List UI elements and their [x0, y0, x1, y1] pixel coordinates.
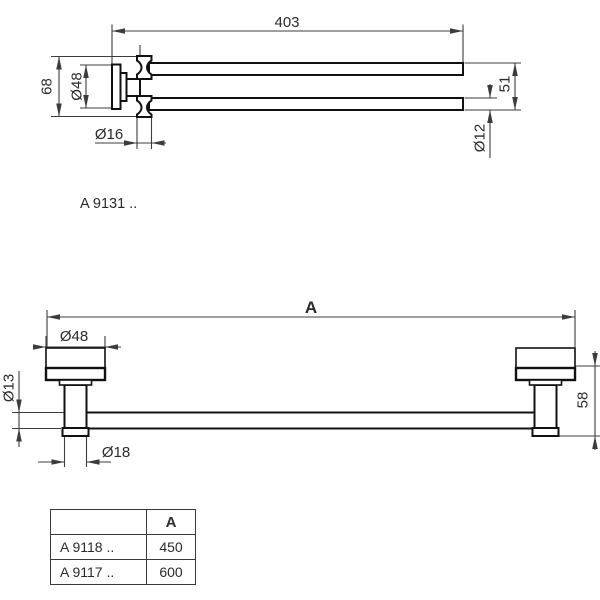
arrow-down-icon [16, 399, 22, 413]
pivot-knuckle-bottom [136, 95, 153, 118]
arrow-up-icon [83, 65, 89, 78]
dim-post-diameter-label: Ø18 [102, 444, 130, 461]
arrow-right-icon [450, 28, 463, 34]
dim-overall-height: 68 [39, 55, 137, 118]
arrow-left-icon [47, 314, 60, 320]
dim-overall-length: 403 [111, 14, 464, 64]
dim-plate-diameter-top: Ø48 [69, 64, 111, 109]
model-code: A 9118 .. [50, 534, 147, 560]
pivot-body [125, 78, 141, 97]
model-length: 450 [146, 534, 196, 560]
dim-wall-distance: 58 [555, 351, 600, 450]
right-collar [528, 379, 563, 386]
top-drawing-swivel-bar: 403 68 Ø48 Ø16 [39, 14, 521, 212]
bottom-drawing-straight-bar: A Ø48 Ø13 Ø18 [1, 298, 600, 467]
table-row: A 9118 .. 450 [50, 534, 196, 560]
left-collar [58, 379, 93, 386]
left-rosette-body [45, 347, 106, 369]
left-post [63, 384, 88, 430]
arrow-down-icon [592, 353, 598, 366]
dim-plate-diameter-top-label: Ø48 [69, 72, 86, 100]
dim-overall-length-label: 403 [274, 14, 299, 31]
arrow-down-icon [512, 97, 518, 110]
table-row: A 9117 .. 600 [50, 559, 196, 585]
dim-arm-spacing-label: 51 [497, 76, 514, 93]
swivel-arm-top [148, 62, 464, 76]
towel-bar-tube [74, 411, 547, 430]
dim-overall-height-label: 68 [39, 78, 56, 95]
right-post-flare [531, 427, 560, 437]
dim-length-A-label: A [305, 298, 317, 317]
arrow-up-icon [592, 436, 598, 449]
size-table-header-row: A [50, 509, 196, 535]
dim-bar-diameter-bottom-label: Ø13 [1, 374, 18, 402]
left-post-flare [61, 427, 90, 437]
pivot-knuckle-top [136, 55, 153, 80]
dim-bar-diameter-top: Ø12 [464, 84, 497, 158]
arrow-up-icon [487, 110, 493, 123]
arrow-up-icon [56, 56, 62, 70]
arrow-up-icon [16, 428, 22, 442]
dim-length-A: A [46, 298, 576, 347]
dim-arm-spacing: 51 [464, 62, 521, 111]
wall-plate-flange [119, 72, 128, 102]
product-code-top: A 9131 .. [80, 196, 137, 212]
dim-wall-distance-label: 58 [575, 392, 592, 409]
swivel-arm-bottom [148, 97, 464, 111]
left-rosette-flange [44, 366, 107, 382]
arrow-right-icon [562, 314, 575, 320]
model-code: A 9117 .. [50, 559, 147, 585]
dim-bar-diameter-top-label: Ø12 [472, 124, 489, 152]
size-table-col-A: A [146, 509, 196, 535]
arrow-left-icon [151, 140, 165, 146]
wall-plate-side [111, 63, 122, 110]
arrow-right-icon [33, 344, 46, 350]
arrow-right-icon [51, 459, 65, 465]
size-table: A A 9118 .. 450 A 9117 .. 600 [50, 509, 196, 585]
right-rosette-body [515, 347, 576, 369]
model-length: 600 [146, 559, 196, 585]
arrow-down-icon [487, 85, 493, 98]
arrow-down-icon [83, 95, 89, 108]
right-rosette-flange [514, 366, 577, 382]
dim-pivot-diameter-label: Ø16 [95, 126, 123, 143]
dim-pivot-diameter: Ø16 [95, 118, 166, 149]
arrow-left-icon [112, 28, 125, 34]
dim-plate-diameter-bottom: Ø48 [33, 328, 121, 350]
size-table-empty-header [50, 509, 147, 535]
arrow-left-icon [86, 459, 100, 465]
arrow-right-icon [124, 140, 137, 146]
swivel-bar-object [111, 55, 464, 118]
arrow-down-icon [56, 103, 62, 117]
dim-plate-diameter-bottom-label: Ø48 [60, 328, 88, 345]
right-post [533, 384, 558, 430]
arrow-left-icon [105, 344, 118, 350]
dim-post-diameter: Ø18 [38, 437, 130, 467]
dim-bar-diameter-bottom: Ø13 [1, 371, 64, 447]
straight-bar-object [44, 347, 577, 437]
arrow-up-icon [512, 63, 518, 76]
